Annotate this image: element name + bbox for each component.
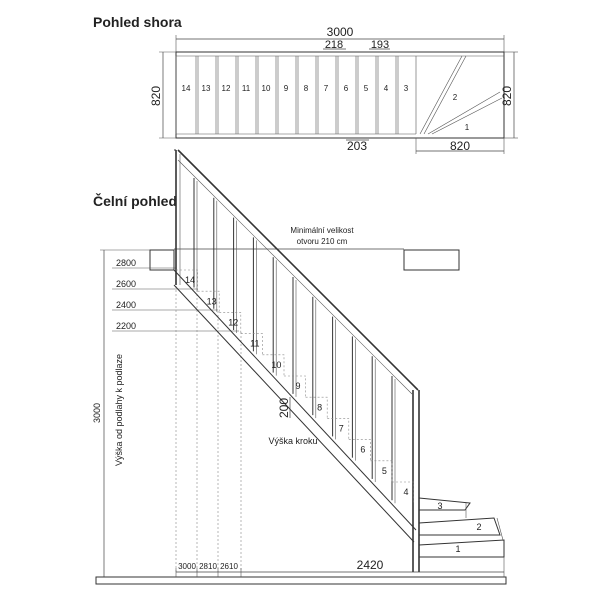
front-step (197, 290, 220, 313)
opening-label-2: otvoru 210 cm (297, 237, 348, 246)
front-step-number: 9 (296, 381, 301, 391)
handrail-bottom (177, 159, 413, 395)
bottom-going-dim: 203 (347, 139, 367, 153)
top-step-number: 11 (242, 84, 251, 93)
front-step (176, 269, 198, 292)
handrail-top (177, 149, 419, 391)
top-view: 3000 218 193 14 13 12 11 10 9 8 7 6 5 4 3 2 1 820 8… (149, 25, 518, 154)
winder-step-1 (418, 539, 505, 558)
top-step-number: 9 (284, 84, 289, 93)
front-step-number: 14 (185, 275, 195, 285)
front-step (392, 481, 414, 504)
height-axis-label: Výška od podlahy k podlaze (114, 354, 124, 466)
stringer-top (173, 269, 417, 531)
top-step-number: 5 (364, 84, 369, 93)
winder-line-1 (419, 55, 463, 135)
winder-step-2 (418, 517, 501, 536)
width-dim-label: 3000 (327, 25, 354, 39)
top-step-number: 3 (404, 84, 409, 93)
height-level-label: 2800 (116, 258, 136, 268)
front-step-number: 11 (250, 339, 259, 349)
front-step-number: 4 (404, 487, 409, 497)
top-step-number: 6 (344, 84, 349, 93)
bottom-dim-3000: 3000 (178, 562, 196, 571)
winder-width-dim: 820 (450, 139, 470, 153)
front-view: Minimální velikost otvoru 210 cm 3000 Vý… (92, 149, 507, 585)
stringer-bottom (173, 284, 415, 543)
front-step-number: 5 (382, 466, 387, 476)
front-step-number: 10 (271, 360, 281, 370)
front-step (284, 375, 306, 398)
bottom-dim-2610: 2610 (220, 562, 238, 571)
front-step (219, 312, 242, 334)
winder-number-2: 2 (453, 93, 458, 102)
front-step (348, 439, 371, 461)
front-step (327, 418, 350, 440)
height-level-label: 2400 (116, 300, 136, 310)
going-dim-label: 218 (325, 39, 343, 51)
depth-dim-left: 820 (149, 86, 163, 106)
top-step-number: 13 (202, 84, 211, 93)
top-step-number: 4 (384, 84, 389, 93)
front-step-number: 12 (228, 318, 238, 328)
top-view-title: Pohled shora (93, 14, 182, 30)
front-step (305, 396, 328, 419)
ceiling-slab-right (403, 249, 460, 271)
height-level-label: 2600 (116, 279, 136, 289)
winder-step-3 (418, 497, 471, 511)
top-step-number: 14 (182, 84, 191, 93)
front-view-title: Čelní pohled (93, 192, 177, 209)
opening-label-1: Minimální velikost (290, 226, 354, 235)
step-height-label: Výška kroku (268, 436, 317, 446)
winder-number-1: 1 (465, 123, 470, 132)
top-step-number: 7 (324, 84, 329, 93)
ceiling-slab-left (149, 249, 175, 271)
top-step-number: 10 (262, 84, 271, 93)
step-height-dim: 200 (277, 398, 291, 418)
bottom-length-dim: 2420 (357, 558, 384, 572)
winder-going-dim-label: 193 (371, 39, 389, 51)
depth-dim-right: 820 (500, 86, 514, 106)
front-step-number: 13 (207, 296, 217, 306)
front-step (262, 354, 285, 376)
winder-line-2 (427, 91, 501, 135)
front-winder-step-number: 2 (476, 522, 481, 532)
top-step-number: 8 (304, 84, 309, 93)
height-level-label: 2200 (116, 321, 136, 331)
front-step (240, 333, 263, 355)
front-winder-step-number: 3 (437, 501, 442, 511)
front-step (370, 460, 393, 482)
front-step-number: 8 (317, 402, 322, 412)
total-height-dim: 3000 (92, 403, 102, 423)
front-step-number: 6 (360, 445, 365, 455)
top-step-number: 12 (222, 84, 231, 93)
front-winder-step-number: 1 (455, 544, 460, 554)
floor (95, 576, 507, 585)
bottom-dim-2810: 2810 (199, 562, 217, 571)
front-step-number: 7 (339, 424, 344, 434)
